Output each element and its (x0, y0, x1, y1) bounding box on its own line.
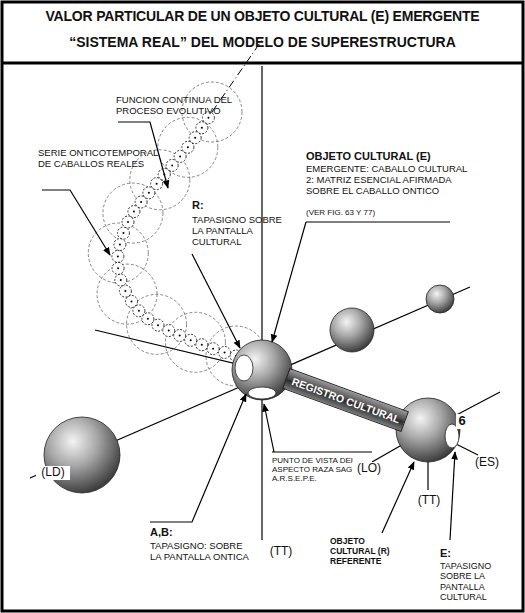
chain-dot (140, 201, 142, 203)
chain-dot (212, 348, 214, 350)
chain-dot (119, 244, 121, 246)
axes (30, 66, 500, 540)
chain-dot (117, 255, 119, 257)
chain-dot (130, 300, 132, 302)
screens (235, 355, 459, 448)
callout-label: TAPASIGNO SOBRE LA PANTALLA CULTURAL (192, 215, 292, 248)
horse-circle (158, 117, 218, 177)
horse-circle (103, 183, 163, 243)
chain-dot (190, 339, 192, 341)
callout-heading: OBJETO CULTURAL (E) (306, 150, 476, 163)
chain-link (119, 285, 131, 297)
chain-dot (122, 232, 124, 234)
horse-circle (88, 223, 148, 283)
title-rule (2, 62, 523, 65)
chain-dot (168, 330, 170, 332)
chain-link (143, 187, 155, 199)
chain-dot (157, 324, 159, 326)
chain-link (115, 274, 127, 286)
chain-dot (179, 155, 181, 157)
reference-note: (VER FIG. 63 Y 77) (306, 208, 456, 217)
callout-label: TAPASIGNO SOBRE LA PANTALLA CULTURAL (440, 561, 520, 602)
chain-dot (207, 117, 209, 119)
chain-dot (147, 318, 149, 320)
chain-link (151, 178, 163, 190)
chain-link (125, 295, 137, 307)
bar-label: REGISTRO CULTURAL (290, 375, 400, 425)
horse-circle (97, 264, 157, 324)
callout-label: SERIE ONTICOTEMPORAL DE CABALLOS REALES (38, 148, 158, 170)
callout-key: A,B: (150, 526, 190, 539)
horse-circle (165, 312, 225, 372)
axis-label: (ES) (470, 456, 504, 470)
chain-dot (120, 279, 122, 281)
callout-key: E: (440, 547, 480, 560)
title: VALOR PARTICULAR DE UN OBJETO CULTURAL (… (0, 8, 525, 24)
chain-link (112, 262, 124, 274)
chain-link (117, 227, 129, 239)
label-underlines (272, 222, 450, 452)
chain-dot (138, 310, 140, 312)
chain-dot (171, 164, 173, 166)
chain-link (114, 239, 126, 251)
chain-link (185, 334, 197, 346)
chain-link (135, 196, 147, 208)
chain-dot (187, 146, 189, 148)
chain-link (174, 150, 186, 162)
chain-dot (201, 344, 203, 346)
chain-dot (133, 211, 135, 213)
callout-heading: OBJETO CULTURAL (R) REFERENTE (330, 537, 410, 566)
chain-dot (117, 267, 119, 269)
chain-link (219, 346, 231, 358)
register-bar: REGISTRO CULTURAL (282, 368, 409, 432)
chain-link (112, 250, 124, 262)
callout-label: TAPASIGNO: SOBRE LA PANTALLA ONTICA (150, 541, 250, 563)
callout-key: R: (192, 199, 232, 212)
evolution-chain (88, 40, 266, 386)
chain-link (174, 329, 186, 341)
axis-label: (TT) (264, 545, 298, 559)
chain-link (133, 305, 145, 317)
callout-label: FUNCION CONTINUA DEL PROCESO EVOLUTIVO (116, 95, 256, 117)
chain-dot (148, 192, 150, 194)
axis-label: (TT) (412, 494, 446, 508)
chain-dot (224, 351, 226, 353)
spheres (44, 285, 460, 493)
chain-link (207, 343, 219, 355)
chain-link (122, 216, 134, 228)
subtitle: “SISTEMA REAL” DEL MODELO DE SUPERESTRUC… (0, 34, 525, 50)
chain-dot (124, 290, 126, 292)
callout-number: 6 (456, 414, 468, 429)
chain-link (166, 159, 178, 171)
chain-link (152, 319, 164, 331)
chain-dot (179, 334, 181, 336)
chain-link (163, 325, 175, 337)
chain-dot (201, 127, 203, 129)
callout-label: EMERGENTE: CABALLO CULTURAL 2: MATRIZ ES… (306, 164, 476, 197)
axis-label: (LD) (36, 466, 70, 480)
axis-label: (LO) (352, 462, 386, 476)
chain-dot (194, 137, 196, 139)
chain-link (196, 339, 208, 351)
chain-dot (156, 183, 158, 185)
chain-dot (127, 221, 129, 223)
